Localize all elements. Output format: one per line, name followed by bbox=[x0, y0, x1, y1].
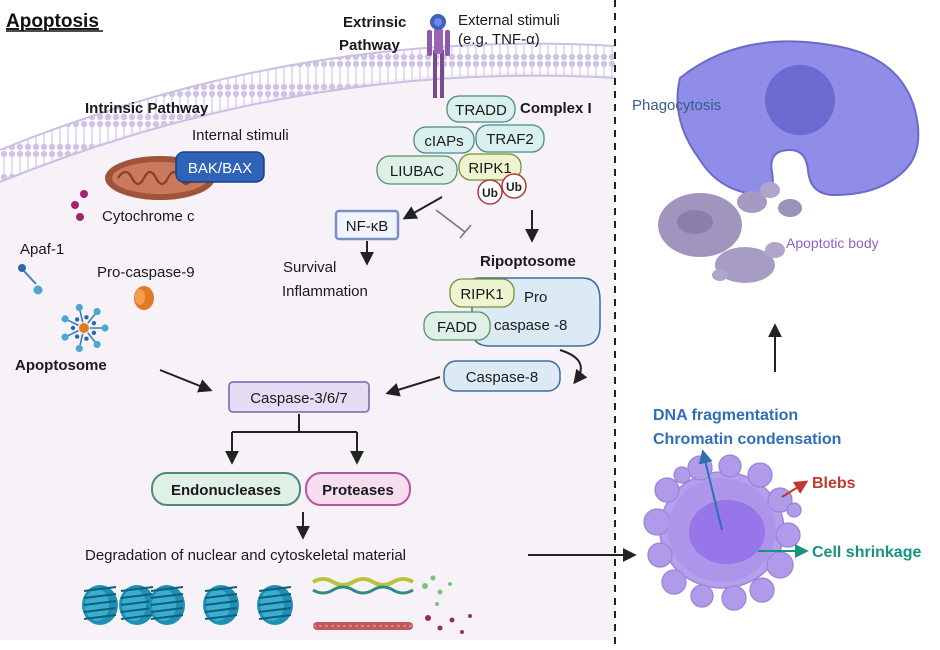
dna-fragmentation-label: DNA fragmentation bbox=[653, 407, 798, 424]
fadd-box bbox=[423, 311, 491, 341]
arrow-apoptosome-to-caspase367 bbox=[159, 369, 213, 393]
degradation-label: Degradation of nuclear and cytoskeletal … bbox=[85, 547, 406, 564]
pro-label-line2: caspase -8 bbox=[494, 317, 567, 334]
chromatin-condensation-label: Chromatin condensation bbox=[653, 431, 841, 448]
ripk1-complex-label: RIPK1 bbox=[468, 160, 511, 177]
ripk1-ripoptosome-label: RIPK1 bbox=[460, 286, 503, 303]
phagocytosis-label: Phagocytosis bbox=[632, 97, 721, 114]
nfkb-label: NF-κB bbox=[346, 218, 389, 235]
caspase8-box bbox=[443, 360, 561, 392]
blebs-label: Blebs bbox=[812, 475, 856, 492]
complex-i-label: Complex I bbox=[520, 100, 592, 117]
apoptotic-body-icons bbox=[658, 182, 802, 283]
intrinsic-pathway-label: Intrinsic Pathway bbox=[85, 100, 209, 117]
page-title: Apoptosis bbox=[6, 11, 99, 32]
cell-membrane bbox=[0, 43, 615, 182]
apaf1-icon bbox=[18, 264, 43, 295]
tradd-label: TRADD bbox=[455, 102, 507, 119]
ripk1-ripoptosome-box bbox=[449, 278, 515, 308]
internal-stimuli-label: Internal stimuli bbox=[192, 127, 289, 144]
procaspase9-icon bbox=[134, 286, 154, 310]
ub-label-1: Ub bbox=[482, 186, 498, 200]
arrow-complex-to-nfkb bbox=[402, 196, 443, 220]
cytochrome-c-icon bbox=[71, 190, 88, 221]
condensed-nucleus bbox=[689, 500, 765, 564]
apoptosome-label: Apoptosome bbox=[15, 357, 107, 374]
ciaps-label: cIAPs bbox=[424, 133, 463, 150]
proteases-box bbox=[305, 472, 411, 506]
cell-shrinkage-label: Cell shrinkage bbox=[812, 544, 921, 561]
inflammation-label: Inflammation bbox=[282, 283, 368, 300]
nfkb-box bbox=[334, 209, 400, 241]
procaspase9-label: Pro-caspase-9 bbox=[97, 264, 195, 281]
traf2-label: TRAF2 bbox=[486, 131, 534, 148]
caspase8-label: Caspase-8 bbox=[466, 369, 539, 386]
proteases-label: Proteases bbox=[322, 482, 394, 499]
ub-label-2: Ub bbox=[506, 180, 522, 194]
liubac-box bbox=[376, 155, 458, 185]
caspase367-label: Caspase-3/6/7 bbox=[250, 390, 348, 407]
ub-circle-1 bbox=[477, 179, 503, 205]
pro-label-line1: Pro bbox=[524, 289, 547, 306]
cytoskeleton-fiber-icon bbox=[311, 575, 452, 606]
cytochrome-c-label: Cytochrome c bbox=[102, 208, 195, 225]
survival-label: Survival bbox=[283, 259, 336, 276]
extrinsic-label-line2: Pathway bbox=[339, 37, 401, 54]
nucleosome-icons bbox=[82, 585, 293, 625]
endonucleases-box bbox=[151, 472, 301, 506]
bakbax-box bbox=[175, 151, 265, 183]
extrinsic-label-line1: Extrinsic bbox=[343, 14, 406, 31]
apoptotic-body-label: Apoptotic body bbox=[786, 235, 879, 251]
arrow-to-blebs bbox=[781, 480, 809, 498]
ciaps-box bbox=[413, 126, 475, 154]
branch-connector bbox=[225, 414, 364, 465]
apoptosome-icon bbox=[61, 303, 109, 353]
ripoptosome-label: Ripoptosome bbox=[480, 253, 576, 270]
external-stimuli-line1: External stimuli bbox=[458, 12, 560, 29]
inhibition-line bbox=[435, 209, 466, 233]
tnf-receptor-icon bbox=[427, 14, 450, 98]
bakbax-label: BAK/BAX bbox=[188, 160, 252, 177]
ub-circle-2 bbox=[501, 173, 527, 199]
tradd-box bbox=[446, 95, 516, 123]
caspase367-box bbox=[228, 381, 370, 413]
traf2-box bbox=[475, 124, 545, 153]
arrow-to-dna-label bbox=[698, 449, 723, 531]
phagocyte-nucleus bbox=[765, 65, 835, 135]
external-stimuli-line2: (e.g. TNF-α) bbox=[458, 31, 540, 48]
endonucleases-label: Endonucleases bbox=[171, 482, 281, 499]
apaf1-label: Apaf-1 bbox=[20, 241, 64, 258]
liubac-label: LIUBAC bbox=[390, 163, 444, 180]
fadd-label: FADD bbox=[437, 319, 477, 336]
arrow-caspase8-to-caspase367 bbox=[385, 376, 441, 397]
actin-fiber-icon bbox=[313, 614, 472, 634]
arrow-pro-to-caspase8 bbox=[559, 349, 588, 385]
